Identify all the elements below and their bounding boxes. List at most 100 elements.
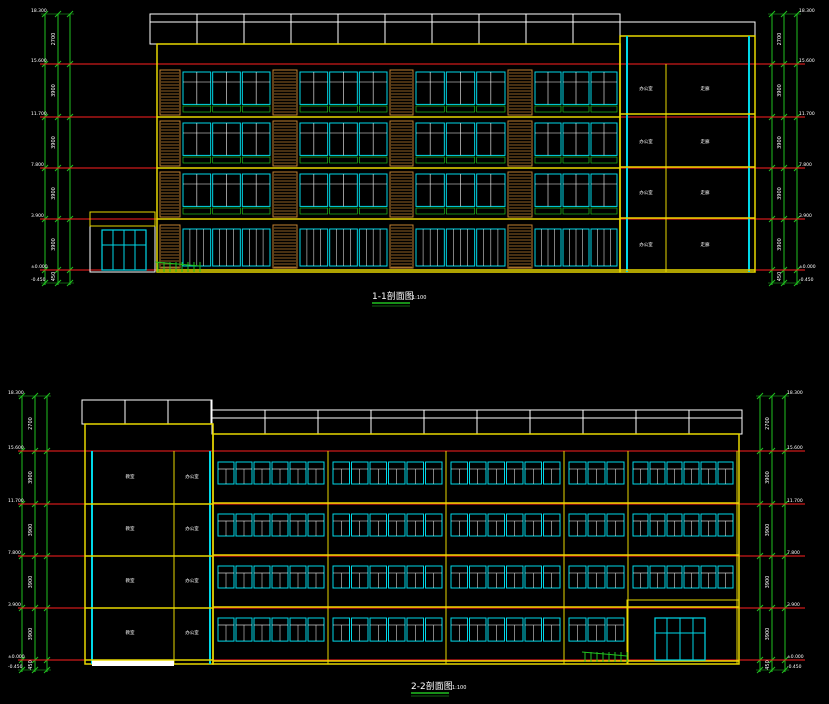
balustrade (445, 105, 476, 113)
shutter-panel (389, 171, 414, 218)
balustrade (534, 105, 562, 113)
room-label: 办公室 (185, 473, 199, 480)
dimension-label: 3900 (765, 628, 771, 641)
elevation-label: ±0.000 (31, 264, 48, 270)
section-1-1: 2700 3900 3900 3900 3900 450 18.300 15.600 11.7… (31, 8, 816, 307)
room-label: 教室 (126, 629, 135, 636)
elevation-label: 3.900 (799, 213, 812, 219)
section-title-1-text: 1-1剖面图 (372, 290, 414, 302)
dimension-label: 3900 (777, 84, 783, 97)
shutter-panel (272, 69, 298, 116)
elevation-label: 11.700 (8, 498, 24, 504)
dimension-label: 3900 (777, 238, 783, 251)
shutter-panel (159, 69, 181, 116)
shutter-panel (159, 224, 181, 269)
roof-parapet-1 (149, 13, 756, 45)
roof-parapet-2 (81, 399, 743, 435)
balustrade (590, 105, 618, 113)
balustrade (182, 105, 212, 113)
balustrade (415, 207, 445, 215)
section-title-2: 2-2剖面图 1:100 (411, 680, 466, 697)
elevation-label: ±0.000 (8, 654, 25, 660)
elevation-label: ±0.000 (799, 264, 816, 270)
shutter-panel (389, 224, 414, 269)
dimension-label: 3900 (777, 187, 783, 200)
balustrade (299, 105, 329, 113)
dimension-label: 2700 (765, 417, 771, 430)
elevation-label: 11.700 (31, 111, 47, 117)
balustrade (212, 156, 241, 164)
shutter-panel (389, 69, 414, 116)
window-grid-1 (157, 69, 620, 271)
room-label: 走廊 (701, 241, 710, 248)
elevation-label: 15.600 (799, 58, 815, 64)
balustrade (476, 156, 506, 164)
room-label: 办公室 (639, 138, 653, 145)
shutter-panel (159, 120, 181, 167)
room-label: 走廊 (701, 85, 710, 92)
elevation-label: 3.900 (8, 602, 21, 608)
balustrade (182, 156, 212, 164)
room-label: 办公室 (639, 241, 653, 248)
dimension-label: 3900 (28, 576, 34, 589)
dimension-label: 3900 (777, 136, 783, 149)
shutter-panel (389, 120, 414, 167)
balustrade (534, 207, 562, 215)
balustrade (241, 207, 271, 215)
dimension-label: 3900 (51, 136, 57, 149)
dimension-label: 450 (777, 272, 783, 282)
elevation-label: ±0.000 (787, 654, 804, 660)
room-label: 办公室 (639, 85, 653, 92)
balustrade (590, 156, 618, 164)
dimension-label: 2700 (28, 417, 34, 430)
elevation-label: -0.450 (8, 664, 23, 670)
elevation-label: 15.600 (8, 445, 24, 451)
elevation-label: 11.700 (799, 111, 815, 117)
room-label: 办公室 (185, 525, 199, 532)
section-2-2: 2700 3900 3900 3900 3900 450 18.300 15.600 11.7… (8, 390, 805, 697)
room-label: 走廊 (701, 138, 710, 145)
balustrade (212, 207, 241, 215)
elevation-label: -0.450 (31, 277, 46, 283)
shutter-panel (507, 69, 533, 116)
elevation-label: 18.300 (31, 8, 47, 14)
balustrade (445, 207, 476, 215)
shutter-panel (507, 120, 533, 167)
balustrade (562, 156, 590, 164)
elevation-label: 7.800 (31, 162, 44, 168)
balustrade (299, 156, 329, 164)
entrance-lobby-2 (581, 599, 740, 665)
section-title-2-text: 2-2剖面图 (411, 680, 453, 692)
dimension-label: 2700 (51, 33, 57, 46)
section-scale-1: 1:100 (412, 295, 426, 301)
elevation-label: 7.800 (8, 550, 21, 556)
balustrade (358, 156, 388, 164)
balustrade (241, 105, 271, 113)
room-label: 走廊 (701, 189, 710, 196)
balustrade (329, 207, 358, 215)
elevation-label: 18.300 (799, 8, 815, 14)
dimension-label: 3900 (51, 187, 57, 200)
balustrade (358, 207, 388, 215)
elevation-label: 11.700 (787, 498, 803, 504)
shutter-panel (272, 224, 298, 269)
balustrade (415, 156, 445, 164)
dimension-label: 3900 (51, 84, 57, 97)
elevation-label: -0.450 (799, 277, 814, 283)
elevation-label: 3.900 (787, 602, 800, 608)
dimension-label: 3900 (765, 471, 771, 484)
shutter-panel (272, 120, 298, 167)
elevation-label: 15.600 (787, 445, 803, 451)
balustrade (329, 156, 358, 164)
balustrade (590, 207, 618, 215)
window-grid-2 (213, 451, 739, 664)
elevation-label: 3.900 (31, 213, 44, 219)
balustrade (358, 105, 388, 113)
dimension-label: 450 (765, 660, 771, 670)
elevation-label: 18.300 (787, 390, 803, 396)
dimension-label: 3900 (28, 471, 34, 484)
dimension-label: 3900 (765, 524, 771, 537)
